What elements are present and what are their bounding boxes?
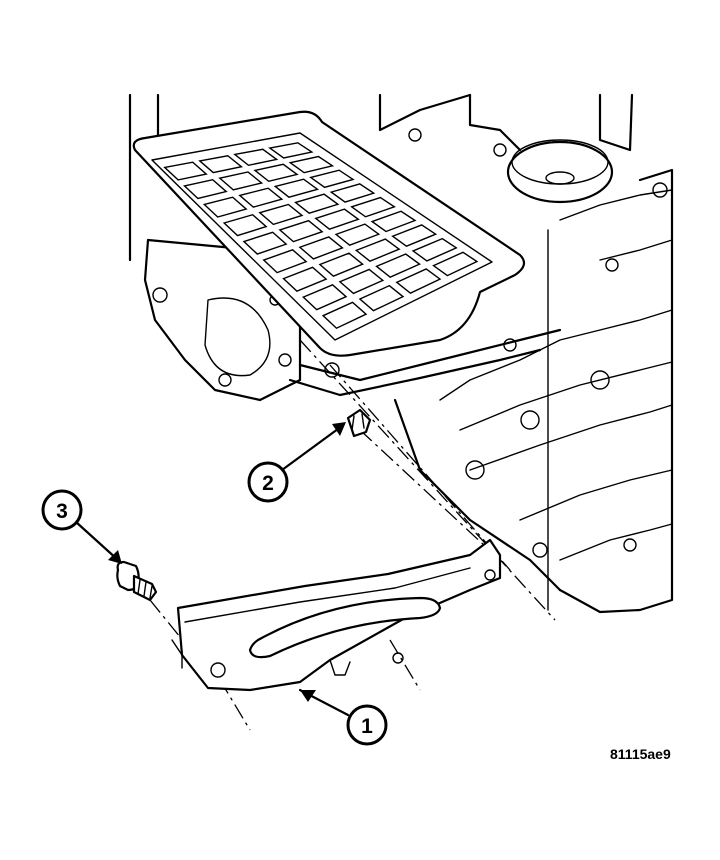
grille-cell — [183, 178, 228, 200]
grille-cell — [302, 284, 348, 311]
grille-cell — [334, 223, 381, 246]
grille-cell — [294, 193, 340, 214]
callout-number-1: 1 — [361, 715, 373, 738]
grille-cell — [268, 142, 314, 159]
grille-cell — [288, 155, 335, 174]
grille-cell — [258, 203, 304, 226]
grille-cell — [375, 253, 421, 278]
lower-bolt — [116, 560, 158, 602]
grille-cell — [222, 213, 268, 237]
grille-cell — [253, 163, 299, 183]
grille-cell — [278, 219, 324, 243]
engine-cover-plate — [171, 538, 502, 692]
callout-2: 2 — [247, 422, 346, 503]
grille-cell — [198, 155, 244, 174]
grille-cell — [318, 252, 364, 277]
grille-cell — [354, 238, 401, 262]
grille-cell — [202, 196, 248, 218]
grille-cell — [242, 231, 288, 255]
grille-cell — [282, 266, 328, 292]
callout-1: 1 — [298, 688, 388, 746]
grille-cell — [298, 236, 344, 260]
upper-bolt — [346, 408, 372, 438]
grille-cell — [262, 248, 308, 274]
grille-cell — [238, 187, 284, 208]
grille-cell — [321, 301, 368, 330]
grille-cell — [395, 268, 442, 294]
lower-rail — [288, 328, 562, 397]
grille-cell — [314, 208, 360, 230]
grille-cell — [358, 284, 405, 312]
grille-cell — [338, 268, 385, 295]
grille-cell — [370, 210, 417, 233]
grille-cell — [411, 237, 458, 262]
figure-code: 81115ae9 — [610, 746, 671, 762]
grille-cell — [163, 161, 208, 181]
grille-cell — [273, 178, 320, 199]
grille-cell — [350, 196, 396, 218]
grille-cell — [218, 171, 264, 191]
grille-cell — [233, 148, 279, 167]
grille-cells — [163, 142, 479, 330]
callout-number-2: 2 — [262, 472, 274, 495]
grille-shield — [132, 110, 526, 357]
callout-number-3: 3 — [56, 500, 68, 523]
grille-cell — [329, 183, 376, 203]
grille-cell — [309, 169, 355, 189]
callout-3: 3 — [41, 489, 122, 564]
grille-cell — [432, 251, 479, 277]
grille-cell — [391, 224, 438, 247]
